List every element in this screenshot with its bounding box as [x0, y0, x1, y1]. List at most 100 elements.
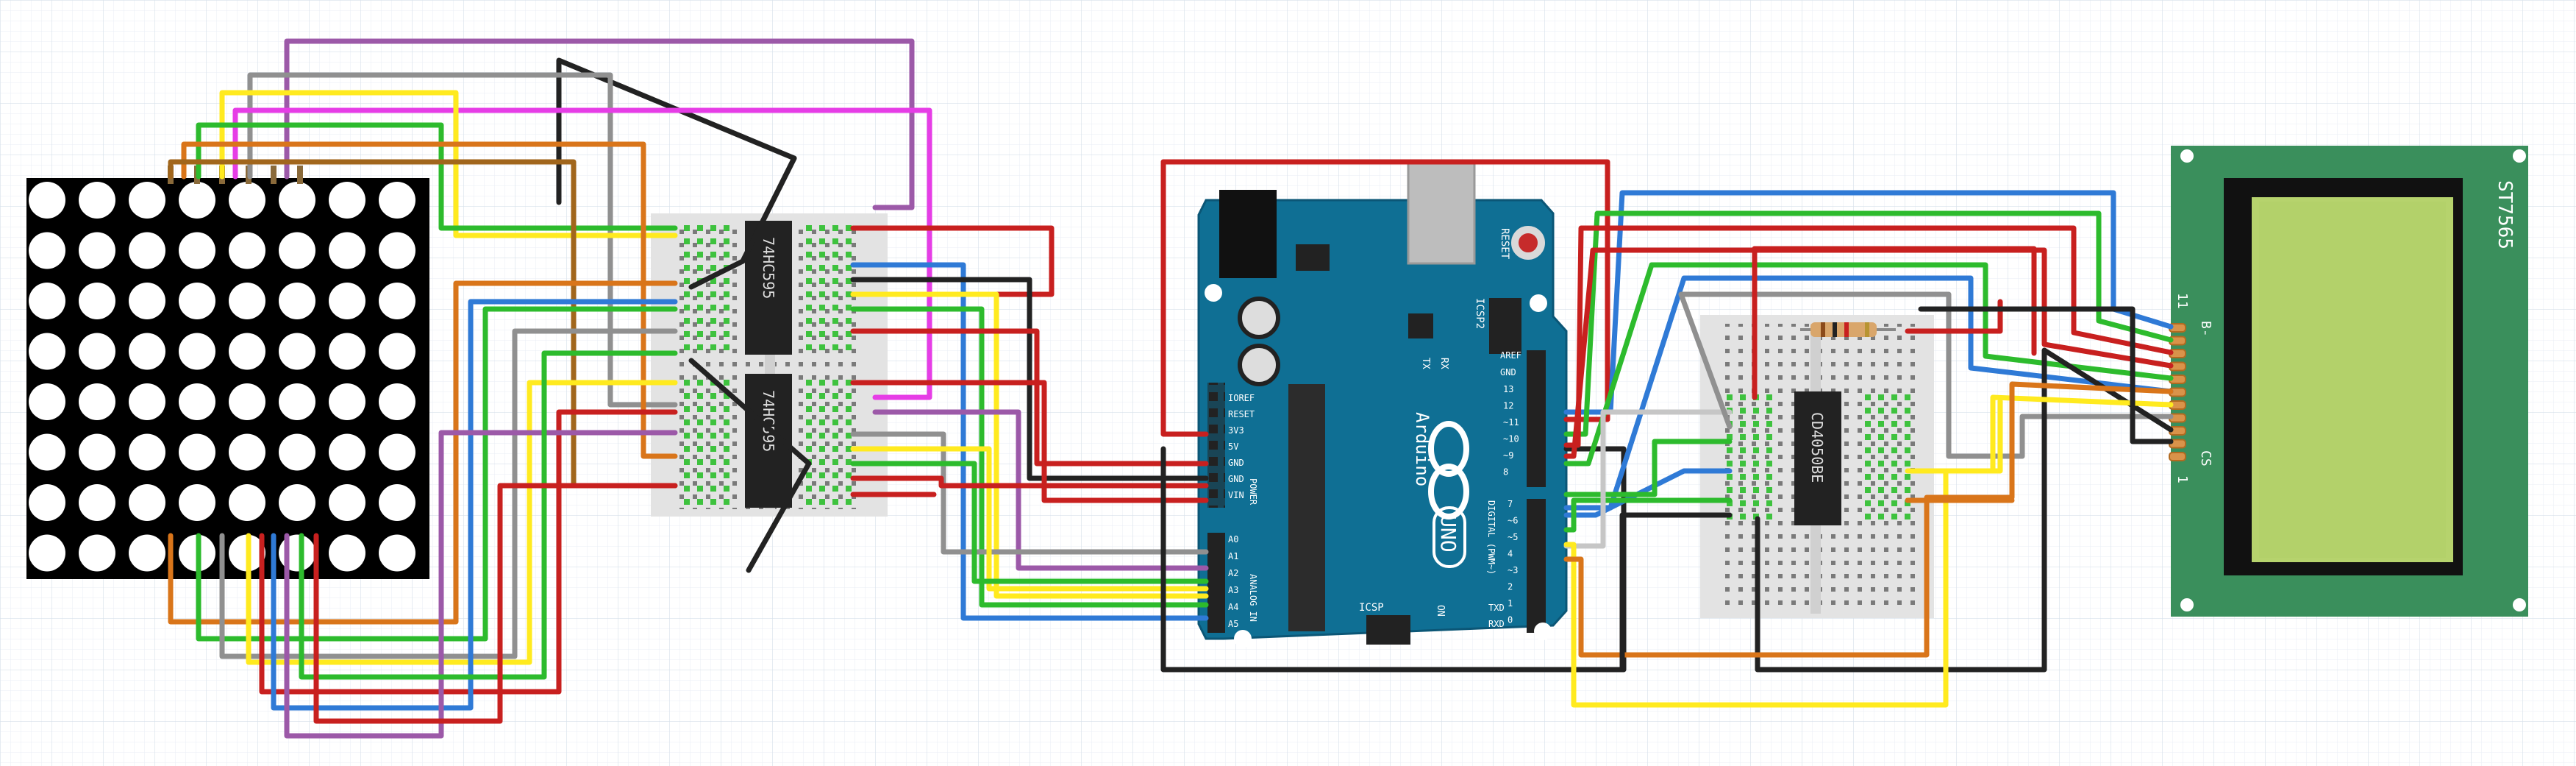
- breadboard-contact: [1905, 394, 1910, 400]
- led-dot: [179, 333, 215, 370]
- breadboard-contact: [832, 380, 838, 386]
- breadboard-contact: [684, 331, 690, 337]
- breadboard-contact: [832, 225, 838, 231]
- rx-label: RX: [1438, 358, 1449, 369]
- breadboard-contact: [1891, 514, 1897, 519]
- breadboard-contact: [1878, 421, 1884, 427]
- arduino-pin-label: ~9: [1503, 450, 1513, 461]
- led-dot: [129, 182, 165, 219]
- wire-red: [850, 328, 1209, 467]
- mounting-hole-1: [1205, 284, 1222, 302]
- led-dot: [329, 232, 365, 269]
- wire-red: [313, 483, 678, 724]
- breadboard-contact: [710, 291, 716, 297]
- arduino-pin-label: A3: [1228, 585, 1238, 595]
- breadboard-contact: [806, 305, 812, 311]
- breadboard-contact: [846, 238, 852, 244]
- breadboard-contact: [1740, 474, 1746, 480]
- breadboard-contact: [819, 472, 825, 478]
- breadboard-contact: [1753, 514, 1759, 519]
- breadboard-contact: [684, 265, 690, 271]
- breadboard-contact: [1905, 500, 1910, 506]
- wire-orange: [1563, 381, 2174, 658]
- breadboard-contact: [1766, 500, 1772, 506]
- breadboard-contact: [1740, 394, 1746, 400]
- wire-orange: [181, 141, 678, 459]
- wire-purple: [284, 38, 915, 210]
- breadboard-contact: [1891, 500, 1897, 506]
- led-dot: [79, 433, 115, 471]
- breadboard-contact: [697, 393, 703, 399]
- breadboard-contact: [724, 446, 729, 452]
- arduino-pin-label: GND: [1228, 458, 1244, 468]
- arduino-model: UNO: [1436, 515, 1460, 553]
- breadboard-contact: [684, 406, 690, 412]
- breadboard-contact: [806, 446, 812, 452]
- wire-red: [1160, 159, 1209, 437]
- breadboard-contact: [819, 278, 825, 284]
- breadboard-contact: [724, 433, 729, 439]
- arduino-pin-label: A0: [1228, 534, 1238, 545]
- wire-lightgray: [1563, 409, 1733, 549]
- breadboard-contact: [1865, 434, 1871, 440]
- breadboard-contact: [1878, 474, 1884, 480]
- led-dot: [279, 383, 315, 420]
- arduino-pin-label: VIN: [1228, 490, 1244, 500]
- atmega-chip: [1288, 384, 1325, 631]
- led-dot: [329, 383, 365, 420]
- wire-green: [299, 350, 678, 680]
- breadboard-contact: [832, 238, 838, 244]
- digital-header-top: [1527, 350, 1546, 487]
- led-dot: [329, 534, 365, 572]
- breadboard-contact: [806, 252, 812, 258]
- led-dot: [279, 283, 315, 319]
- lcd-model-label: ST7565: [2494, 180, 2516, 249]
- breadboard-contact: [1727, 487, 1733, 493]
- lcd-pin-cs-label: CS: [2198, 450, 2213, 467]
- arduino-pin-label: 1: [1508, 598, 1513, 609]
- arduino-pin-label: ~5: [1508, 532, 1518, 542]
- breadboard-contact: [1740, 408, 1746, 414]
- breadboard-contact: [697, 380, 703, 386]
- breadboard-contact: [684, 305, 690, 311]
- lcd-pin-11-label: 11: [2174, 293, 2190, 309]
- breadboard-contact: [697, 419, 703, 425]
- reset-button[interactable]: [1511, 226, 1545, 260]
- breadboard-contact: [832, 278, 838, 284]
- breadboard-contact: [710, 499, 716, 505]
- breadboard-contact: [684, 252, 690, 258]
- led-dot: [229, 333, 265, 370]
- led-dot: [379, 182, 415, 219]
- breadboard-contact: [819, 406, 825, 412]
- wire-yellow: [850, 291, 1209, 599]
- breadboard-contact: [806, 472, 812, 478]
- breadboard-contact: [806, 238, 812, 244]
- breadboard-contact: [710, 472, 716, 478]
- breadboard-contact: [710, 406, 716, 412]
- breadboard-contact: [806, 331, 812, 337]
- breadboard-contact: [1766, 434, 1772, 440]
- breadboard-contact: [819, 305, 825, 311]
- breadboard-contact: [1891, 421, 1897, 427]
- breadboard-contact: [1766, 421, 1772, 427]
- breadboard-contact: [1905, 474, 1910, 480]
- breadboard-contact: [724, 380, 729, 386]
- breadboard-contact: [724, 331, 729, 337]
- breadboard-contact: [832, 291, 838, 297]
- breadboard-contact: [1740, 514, 1746, 519]
- breadboard-contact: [1865, 474, 1871, 480]
- breadboard-contact: [710, 278, 716, 284]
- breadboard-contact: [1753, 461, 1759, 467]
- arduino-pin-label: IOREF: [1228, 393, 1255, 403]
- breadboard-contact: [697, 406, 703, 412]
- led-dot: [79, 333, 115, 370]
- breadboard-contact: [846, 291, 852, 297]
- breadboard-contact: [684, 433, 690, 439]
- breadboard-contact: [819, 459, 825, 465]
- wire-green: [196, 306, 678, 642]
- breadboard-contact: [846, 252, 852, 258]
- breadboard-contact: [1727, 394, 1733, 400]
- led-dot: [329, 182, 365, 219]
